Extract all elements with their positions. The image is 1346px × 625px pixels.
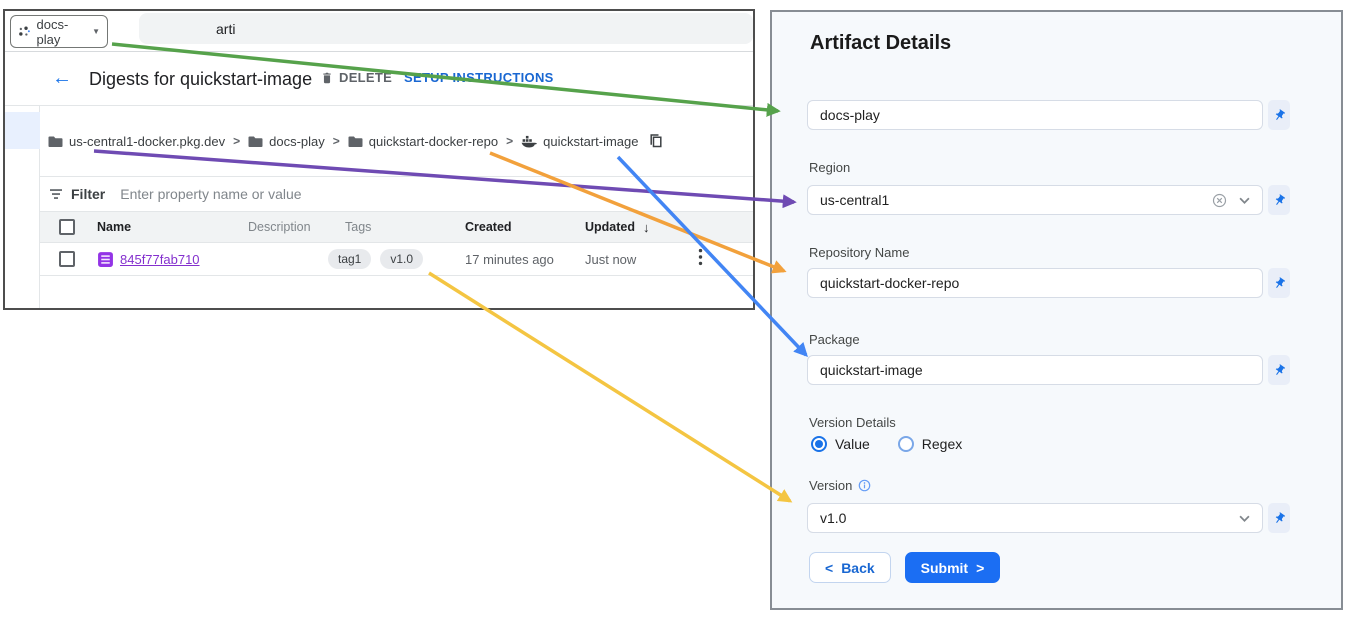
project-selector-label: docs-play bbox=[36, 16, 69, 47]
filter-label: Filter bbox=[71, 186, 106, 202]
back-arrow-button[interactable]: ← bbox=[52, 67, 72, 89]
filter-placeholder: Enter property name or value bbox=[120, 186, 302, 202]
form-title: Artifact Details bbox=[810, 32, 952, 54]
form-version-field: v1.0 bbox=[807, 503, 1290, 533]
pin-icon bbox=[1275, 108, 1285, 120]
breadcrumb-item-package[interactable]: quickstart-image bbox=[521, 134, 638, 149]
digest-icon bbox=[98, 251, 113, 267]
form-repository-field: quickstart-docker-repo bbox=[807, 268, 1290, 298]
package-label: Package bbox=[809, 332, 860, 347]
trash-icon bbox=[323, 72, 331, 83]
search-value: arti bbox=[216, 20, 236, 37]
breadcrumb: us-central1-docker.pkg.dev > docs-play >… bbox=[40, 106, 753, 177]
repository-input[interactable]: quickstart-docker-repo bbox=[807, 268, 1263, 298]
folder-icon bbox=[48, 136, 63, 147]
clear-icon[interactable] bbox=[1212, 193, 1227, 208]
chevron-down-icon[interactable] bbox=[1239, 197, 1250, 204]
row-checkbox[interactable] bbox=[59, 251, 75, 267]
nav-rail-selected-item[interactable] bbox=[5, 112, 40, 149]
radio-regex[interactable]: Regex bbox=[897, 436, 962, 452]
more-vert-icon[interactable] bbox=[698, 248, 703, 266]
copy-icon[interactable] bbox=[648, 133, 664, 149]
pin-button[interactable] bbox=[1268, 100, 1290, 130]
chevron-right-icon: > bbox=[976, 559, 985, 576]
filter-icon bbox=[50, 189, 62, 199]
form-project-field: docs-play bbox=[807, 100, 1290, 130]
version-details-label: Version Details bbox=[809, 415, 896, 430]
breadcrumb-item-repository[interactable]: quickstart-docker-repo bbox=[348, 134, 498, 149]
caret-down-icon: ▼ bbox=[92, 27, 100, 36]
folder-icon bbox=[348, 136, 363, 147]
form-package-field: quickstart-image bbox=[807, 355, 1290, 385]
pin-icon bbox=[1275, 276, 1285, 288]
sort-descending-icon[interactable]: ↓ bbox=[643, 219, 650, 235]
console-screenshot-panel: docs-play ▼ arti ← Digests for quickstar… bbox=[3, 9, 755, 310]
column-header-name[interactable]: Name bbox=[97, 220, 132, 234]
table-row: 845f77fab710 tag1 v1.0 17 minutes ago Ju… bbox=[40, 243, 753, 276]
pin-icon bbox=[1275, 193, 1285, 205]
breadcrumb-separator: > bbox=[332, 134, 340, 148]
radio-value[interactable]: Value bbox=[811, 436, 870, 452]
version-label: Version bbox=[809, 478, 853, 493]
pin-icon bbox=[1275, 511, 1285, 523]
submit-button[interactable]: Submit > bbox=[904, 552, 1001, 583]
page-header: ← Digests for quickstart-image DELETE SE… bbox=[5, 52, 753, 106]
back-button[interactable]: < Back bbox=[809, 552, 891, 583]
artifact-details-panel: Artifact Details docs-play Region us-cen… bbox=[770, 10, 1343, 610]
pin-icon bbox=[1275, 363, 1285, 375]
pin-button[interactable] bbox=[1268, 355, 1290, 385]
console-topbar: docs-play ▼ arti bbox=[5, 11, 753, 52]
nav-rail bbox=[5, 106, 40, 308]
tags-cell: tag1 v1.0 bbox=[325, 249, 450, 269]
radio-unselected-icon bbox=[897, 436, 914, 452]
setup-instructions-link[interactable]: SETUP INSTRUCTIONS bbox=[404, 70, 554, 85]
project-input[interactable]: docs-play bbox=[807, 100, 1263, 130]
container-image-icon bbox=[521, 135, 538, 148]
pin-button[interactable] bbox=[1268, 268, 1290, 298]
delete-button[interactable]: DELETE bbox=[320, 70, 392, 85]
updated-cell: Just now bbox=[585, 251, 637, 267]
radio-selected-icon bbox=[811, 436, 827, 452]
package-input[interactable]: quickstart-image bbox=[807, 355, 1263, 385]
version-input[interactable]: v1.0 bbox=[807, 503, 1263, 533]
breadcrumb-separator: > bbox=[506, 134, 514, 148]
table-header-row: Name Description Tags Created Updated ↓ bbox=[40, 212, 753, 243]
region-label: Region bbox=[809, 160, 851, 175]
form-region-field: us-central1 bbox=[807, 185, 1290, 215]
search-input[interactable]: arti bbox=[139, 13, 753, 44]
column-header-updated[interactable]: Updated bbox=[585, 220, 635, 234]
chevron-left-icon: < bbox=[825, 559, 834, 576]
page-title: Digests for quickstart-image bbox=[89, 69, 313, 89]
created-cell: 17 minutes ago bbox=[465, 251, 554, 267]
project-dots-icon bbox=[19, 26, 30, 36]
project-selector[interactable]: docs-play ▼ bbox=[10, 15, 108, 48]
breadcrumb-item-project[interactable]: docs-play bbox=[248, 134, 325, 149]
version-details-radio-group: Value Regex bbox=[811, 436, 962, 452]
repository-label: Repository Name bbox=[809, 245, 910, 260]
tag-chip: tag1 bbox=[328, 249, 372, 269]
breadcrumb-item-registry-host[interactable]: us-central1-docker.pkg.dev bbox=[48, 134, 225, 149]
column-header-description: Description bbox=[248, 220, 311, 234]
chevron-down-icon[interactable] bbox=[1239, 515, 1250, 522]
column-header-tags: Tags bbox=[345, 220, 372, 234]
folder-icon bbox=[248, 136, 263, 147]
filter-bar[interactable]: Filter Enter property name or value bbox=[40, 177, 753, 212]
pin-button[interactable] bbox=[1268, 503, 1290, 533]
breadcrumb-separator: > bbox=[233, 134, 241, 148]
digest-link[interactable]: 845f77fab710 bbox=[120, 251, 200, 267]
pin-button[interactable] bbox=[1268, 185, 1290, 215]
delete-label: DELETE bbox=[339, 70, 393, 85]
column-header-created[interactable]: Created bbox=[465, 220, 512, 234]
info-icon[interactable] bbox=[858, 479, 871, 492]
tag-v1-chip: v1.0 bbox=[380, 249, 424, 269]
select-all-checkbox[interactable] bbox=[59, 219, 75, 235]
region-input[interactable]: us-central1 bbox=[807, 185, 1263, 215]
